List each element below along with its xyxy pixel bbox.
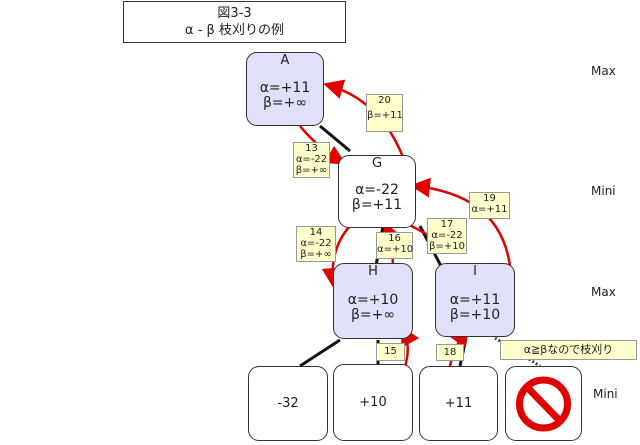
note-16: 16 α=+10 xyxy=(376,232,413,259)
note-14-beta: β=+∞ xyxy=(300,249,332,260)
level-label-max-1: Max xyxy=(591,64,616,78)
note-13: 13 α=-22 β=+∞ xyxy=(293,142,330,178)
note-14-num: 14 xyxy=(309,227,323,238)
level-label-mini-1: Mini xyxy=(591,184,616,198)
node-i-beta: β=+10 xyxy=(449,307,501,323)
note-17: 17 α=-22 β=+10 xyxy=(427,218,467,254)
figure-title: 図3-3 α - β 枝刈りの例 xyxy=(123,1,346,43)
note-18: 18 xyxy=(436,344,464,361)
node-h: H α=+10 β=+∞ xyxy=(333,263,413,339)
node-g-alpha: α=-22 xyxy=(355,182,399,198)
leaf-1: -32 xyxy=(248,366,328,441)
node-g-beta: β=+11 xyxy=(351,197,403,213)
note-13-beta: β=+∞ xyxy=(295,165,328,176)
note-13-num: 13 xyxy=(305,143,318,154)
leaf-pruned xyxy=(505,366,582,441)
note-20-beta: β=+11 xyxy=(367,110,403,121)
node-g-name: G xyxy=(371,156,383,171)
figure-caption: α - β 枝刈りの例 xyxy=(185,23,284,38)
level-label-mini-2: Mini xyxy=(593,387,618,401)
node-a-alpha: α=+11 xyxy=(259,80,311,96)
node-h-alpha: α=+10 xyxy=(347,292,399,308)
node-g: G α=-22 β=+11 xyxy=(338,155,416,228)
note-20-num: 20 xyxy=(378,95,391,106)
figure-number: 図3-3 xyxy=(217,6,252,21)
leaf-2: +10 xyxy=(333,364,413,441)
leaf-3: +11 xyxy=(419,366,498,441)
note-14: 14 α=-22 β=+∞ xyxy=(296,226,336,262)
node-h-beta: β=+∞ xyxy=(350,307,396,323)
note-19: 19 α=+11 xyxy=(469,192,510,219)
node-a-beta: β=+∞ xyxy=(262,95,308,111)
node-i-name: I xyxy=(473,264,477,279)
node-a: A α=+11 β=+∞ xyxy=(246,52,324,126)
level-label-max-2: Max xyxy=(591,285,616,299)
node-i-alpha: α=+11 xyxy=(449,292,501,308)
note-16-alpha: α=+10 xyxy=(377,244,414,255)
note-17-alpha: α=-22 xyxy=(431,230,463,241)
note-13-alpha: α=-22 xyxy=(295,154,328,165)
node-h-name: H xyxy=(368,264,378,279)
note-15: 15 xyxy=(376,343,405,361)
note-14-alpha: α=-22 xyxy=(300,238,332,249)
prohibited-icon xyxy=(516,376,571,432)
note-19-alpha: α=+11 xyxy=(471,204,508,215)
note-19-num: 19 xyxy=(483,193,496,204)
note-17-beta: β=+10 xyxy=(429,241,465,252)
edge-h-leaf1 xyxy=(299,338,341,368)
node-a-name: A xyxy=(280,53,290,68)
note-17-num: 17 xyxy=(440,219,454,230)
node-i: I α=+11 β=+10 xyxy=(435,263,515,337)
prune-note: α≧βなので枝刈り xyxy=(500,340,637,360)
note-20: 20 β=+11 xyxy=(366,94,403,132)
note-16-num: 16 xyxy=(388,233,401,244)
